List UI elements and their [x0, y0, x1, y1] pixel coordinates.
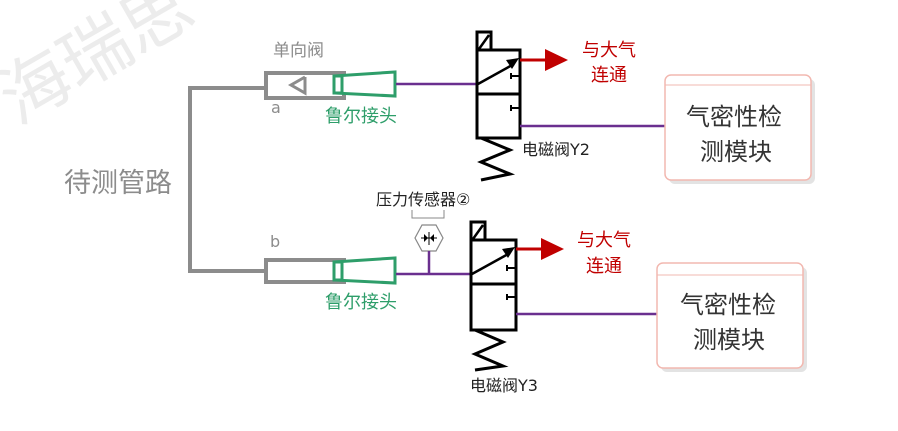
- vent-top-line1: 与大气: [582, 40, 636, 61]
- valve-y3-label: 电磁阀Y3: [470, 376, 538, 395]
- luer-connector-bottom: [332, 256, 397, 285]
- vent-bottom-line1: 与大气: [577, 230, 631, 251]
- vent-arrow-top: [520, 49, 568, 71]
- pipe-b-segment: [264, 258, 346, 284]
- pressure-sensor-label: 压力传感器②: [376, 190, 470, 209]
- module-bottom-line1: 气密性检: [680, 291, 776, 319]
- vent-top-line2: 连通: [591, 65, 627, 86]
- module-top-line1: 气密性检: [686, 103, 782, 131]
- valve-y2-label: 电磁阀Y2: [522, 140, 590, 159]
- check-valve: [264, 71, 346, 100]
- vent-bottom-line2: 连通: [586, 256, 622, 277]
- vent-arrow-bottom: [516, 238, 564, 260]
- luer-connector-top: [332, 70, 397, 98]
- module-top-line2: 测模块: [700, 138, 772, 166]
- luer-bottom-label: 鲁尔接头: [325, 292, 397, 313]
- pipe-under-test: [188, 86, 264, 273]
- solenoid-valve-y3: [469, 220, 518, 372]
- module-bottom-line2: 测模块: [693, 326, 765, 354]
- port-b-label: b: [270, 232, 280, 251]
- watermark: 海瑞思: [0, 0, 207, 140]
- pressure-sensor: [411, 210, 445, 274]
- leak-test-module-bottom: [656, 262, 807, 372]
- check-valve-label: 单向阀: [273, 41, 324, 61]
- pipe-under-test-label: 待测管路: [64, 168, 172, 199]
- luer-top-label: 鲁尔接头: [325, 106, 397, 127]
- port-a-label: a: [271, 98, 281, 117]
- solenoid-valve-y2: [475, 30, 522, 182]
- leak-test-module-top: [664, 74, 815, 184]
